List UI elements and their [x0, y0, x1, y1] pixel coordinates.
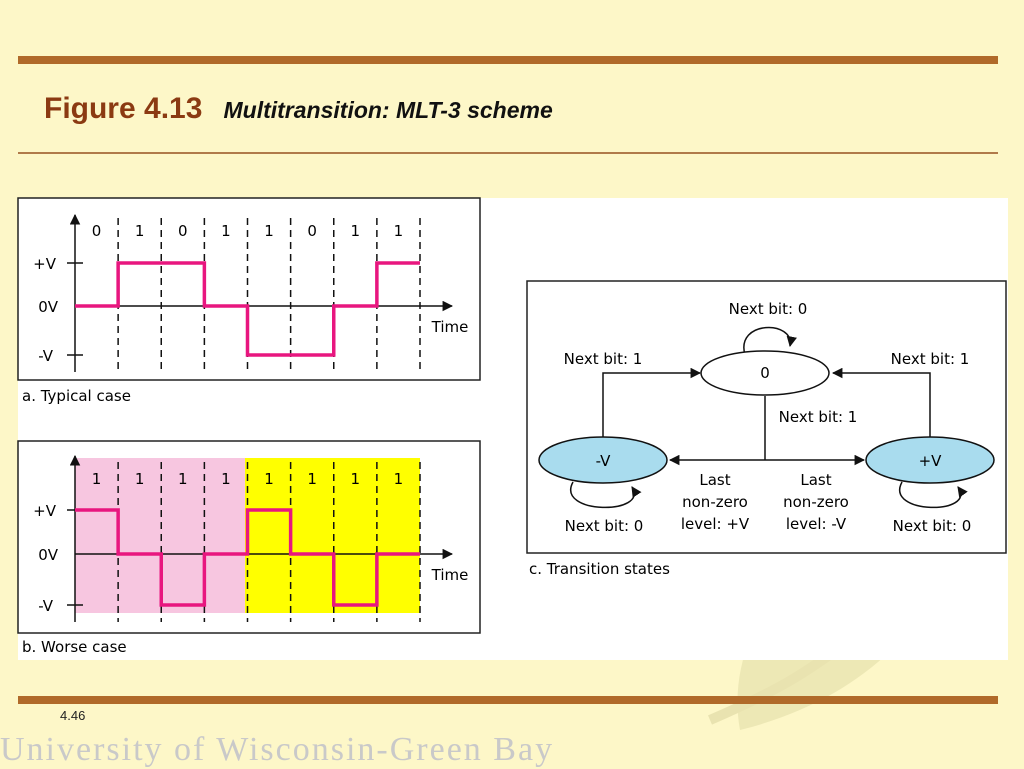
panel-a-level-pos: +V: [33, 255, 57, 273]
panel-c-transition-states: Next bit: 0 Next bit: 1 Next bit: 1 0 Ne…: [526, 280, 1007, 578]
label-last-pos-2: non-zero: [682, 493, 748, 511]
panel-a-level-neg: -V: [38, 347, 54, 365]
label-last-neg-1: Last: [800, 471, 831, 489]
panel-b-label: b. Worse case: [22, 638, 127, 656]
page-number: 4.46: [60, 708, 86, 723]
label-neg-to-zero: Next bit: 1: [564, 350, 643, 368]
b-bit-label: 1: [92, 470, 102, 488]
arrow-self-pos: [898, 481, 968, 509]
label-pos-to-zero: Next bit: 1: [891, 350, 970, 368]
panel-a-typical-case: +V 0V -V Time 0 1 0 1 1 0 1 1 a. Typical case: [17, 197, 481, 405]
b-bit-label: 1: [221, 470, 231, 488]
arrow-self-neg: [570, 481, 642, 509]
label-self-zero: Next bit: 0: [729, 300, 808, 318]
state-zero-node: [700, 350, 830, 396]
state-zero-label: 0: [760, 364, 770, 382]
bottom-rule: [18, 696, 998, 704]
panel-a-bit-labels: 0 1 0 1 1 0 1 1: [92, 222, 403, 240]
panel-c-frame: [526, 280, 1007, 554]
b-bit-label: 1: [394, 470, 404, 488]
arrow-neg-to-zero: [602, 367, 702, 440]
panel-a-signal: [75, 261, 420, 357]
panel-a-time-label: Time: [431, 318, 469, 336]
panel-a-level-zero: 0V: [38, 298, 59, 316]
panel-b-level-zero: 0V: [38, 546, 59, 564]
panel-b-bit-labels: 1 1 1 1 1 1 1 1: [92, 470, 403, 488]
state-pos-label: +V: [919, 452, 943, 470]
label-self-neg: Next bit: 0: [565, 517, 644, 535]
university-footer-logo: University of Wisconsin-Green Bay: [0, 731, 555, 768]
panel-b-level-neg: -V: [38, 597, 54, 615]
top-rule: [18, 56, 998, 64]
state-neg-label: -V: [596, 452, 612, 470]
a-bit-label: 1: [221, 222, 231, 240]
panel-a-frame: [17, 197, 481, 381]
a-bit-label: 1: [264, 222, 274, 240]
label-self-pos: Next bit: 0: [893, 517, 972, 535]
a-bit-label: 1: [394, 222, 404, 240]
label-last-pos-3: level: +V: [681, 515, 750, 533]
b-bit-label: 1: [351, 470, 361, 488]
figure-number: Figure 4.13: [44, 92, 203, 125]
a-bit-label: 0: [92, 222, 102, 240]
state-neg-node: [538, 436, 668, 484]
panel-b-signal: [75, 508, 420, 607]
b-bit-label: 1: [307, 470, 317, 488]
arrow-pos-to-zero: [831, 367, 931, 440]
a-bit-label: 1: [135, 222, 145, 240]
b-bit-label: 1: [135, 470, 145, 488]
a-bit-label: 1: [351, 222, 361, 240]
label-zero-down: Next bit: 1: [779, 408, 858, 426]
label-last-neg-2: non-zero: [783, 493, 849, 511]
label-last-neg-3: level: -V: [786, 515, 847, 533]
state-pos-node: [865, 436, 995, 484]
a-bit-label: 0: [178, 222, 188, 240]
panel-b-frame: [17, 440, 481, 634]
arrow-self-zero: [743, 326, 797, 356]
b-bit-label: 1: [264, 470, 274, 488]
panel-c-label: c. Transition states: [529, 560, 670, 578]
title-underline: [18, 152, 998, 154]
label-last-pos-1: Last: [699, 471, 730, 489]
figure-caption: Multitransition: MLT-3 scheme: [223, 97, 553, 123]
a-bit-label: 0: [307, 222, 317, 240]
title-row: Figure 4.13 Multitransition: MLT-3 schem…: [44, 92, 553, 126]
panel-b-time-label: Time: [431, 566, 469, 584]
panel-a-label: a. Typical case: [22, 387, 131, 405]
panel-b-level-pos: +V: [33, 502, 57, 520]
panel-b-worse-case: +V 0V -V Time 1 1 1 1 1 1 1 1 b. Worse case: [17, 440, 481, 656]
b-bit-label: 1: [178, 470, 188, 488]
